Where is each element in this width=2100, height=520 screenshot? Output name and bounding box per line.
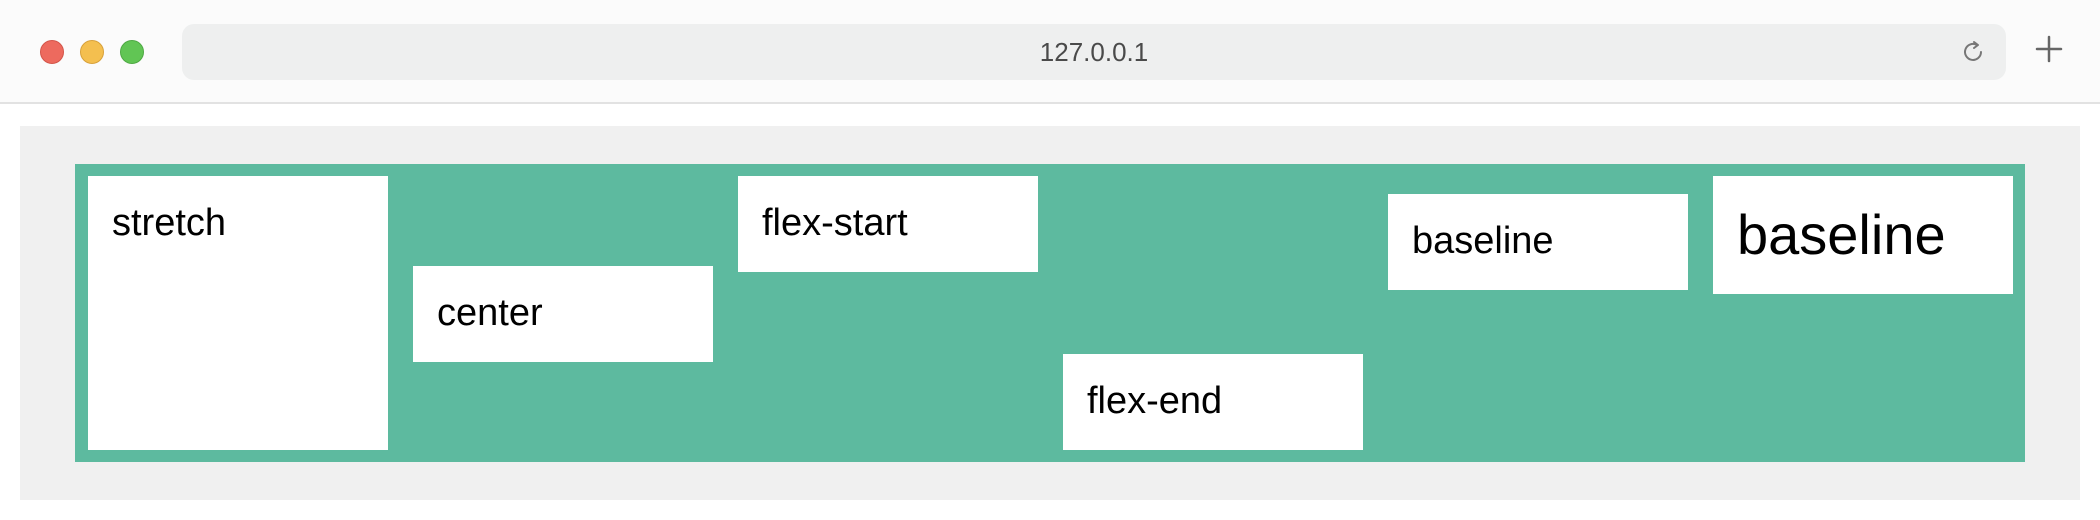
zoom-window-icon[interactable] bbox=[120, 40, 144, 64]
flex-item-label: flex-start bbox=[762, 202, 908, 244]
flex-item-flex-end: flex-end bbox=[1063, 354, 1363, 450]
flex-item-label: stretch bbox=[112, 202, 227, 244]
browser-toolbar: 127.0.0.1 bbox=[0, 0, 2100, 104]
flex-item-label: baseline bbox=[1412, 220, 1554, 262]
flex-item-label: flex-end bbox=[1087, 380, 1223, 422]
reload-icon[interactable] bbox=[1960, 39, 1986, 65]
flex-item-center: center bbox=[413, 266, 713, 362]
flex-item-flex-start: flex-start bbox=[738, 176, 1038, 272]
close-window-icon[interactable] bbox=[40, 40, 64, 64]
flex-item-stretch: stretch bbox=[88, 176, 388, 450]
flex-item-label: center bbox=[437, 292, 543, 334]
page-background: stretch center flex-start flex-end basel… bbox=[20, 126, 2080, 500]
flex-item-baseline-large: baseline bbox=[1713, 176, 2013, 294]
flex-item-label: baseline bbox=[1737, 203, 1946, 266]
url-text[interactable]: 127.0.0.1 bbox=[1039, 37, 1149, 67]
page-viewport: stretch center flex-start flex-end basel… bbox=[0, 106, 2100, 520]
minimize-window-icon[interactable] bbox=[80, 40, 104, 64]
flex-item-baseline: baseline bbox=[1388, 194, 1688, 290]
address-bar[interactable]: 127.0.0.1 bbox=[182, 24, 2006, 80]
flex-container: stretch center flex-start flex-end basel… bbox=[75, 164, 2025, 462]
plus-icon[interactable] bbox=[2034, 34, 2064, 64]
